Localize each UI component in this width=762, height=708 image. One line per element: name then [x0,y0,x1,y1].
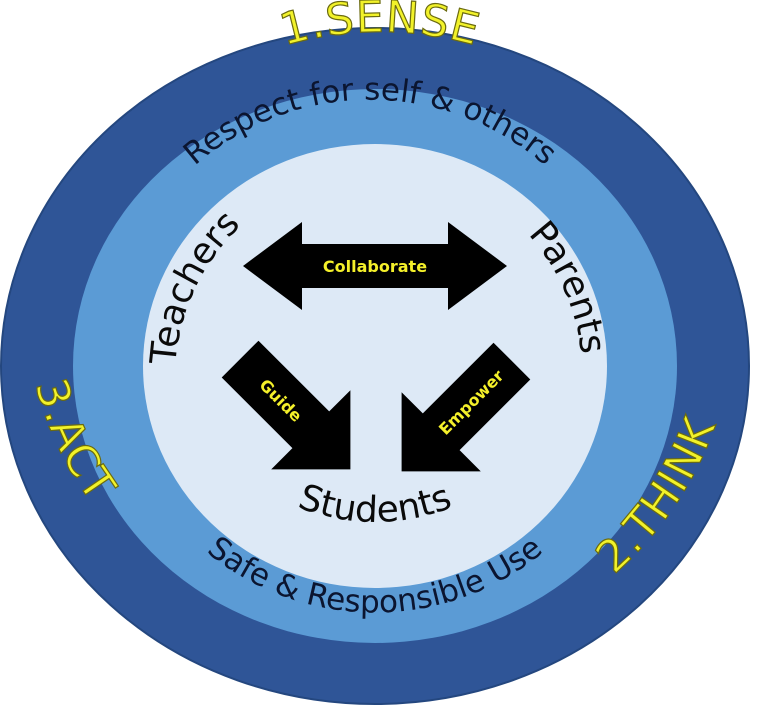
arrow-down-left-icon [401,342,531,472]
arrow-down-right-icon [221,340,351,470]
collaborate-arrow: Collaborate [243,222,507,310]
double-arrow-icon [243,222,507,310]
guide-arrow: Guide [221,340,351,470]
collaborate-label: Collaborate [323,257,427,276]
